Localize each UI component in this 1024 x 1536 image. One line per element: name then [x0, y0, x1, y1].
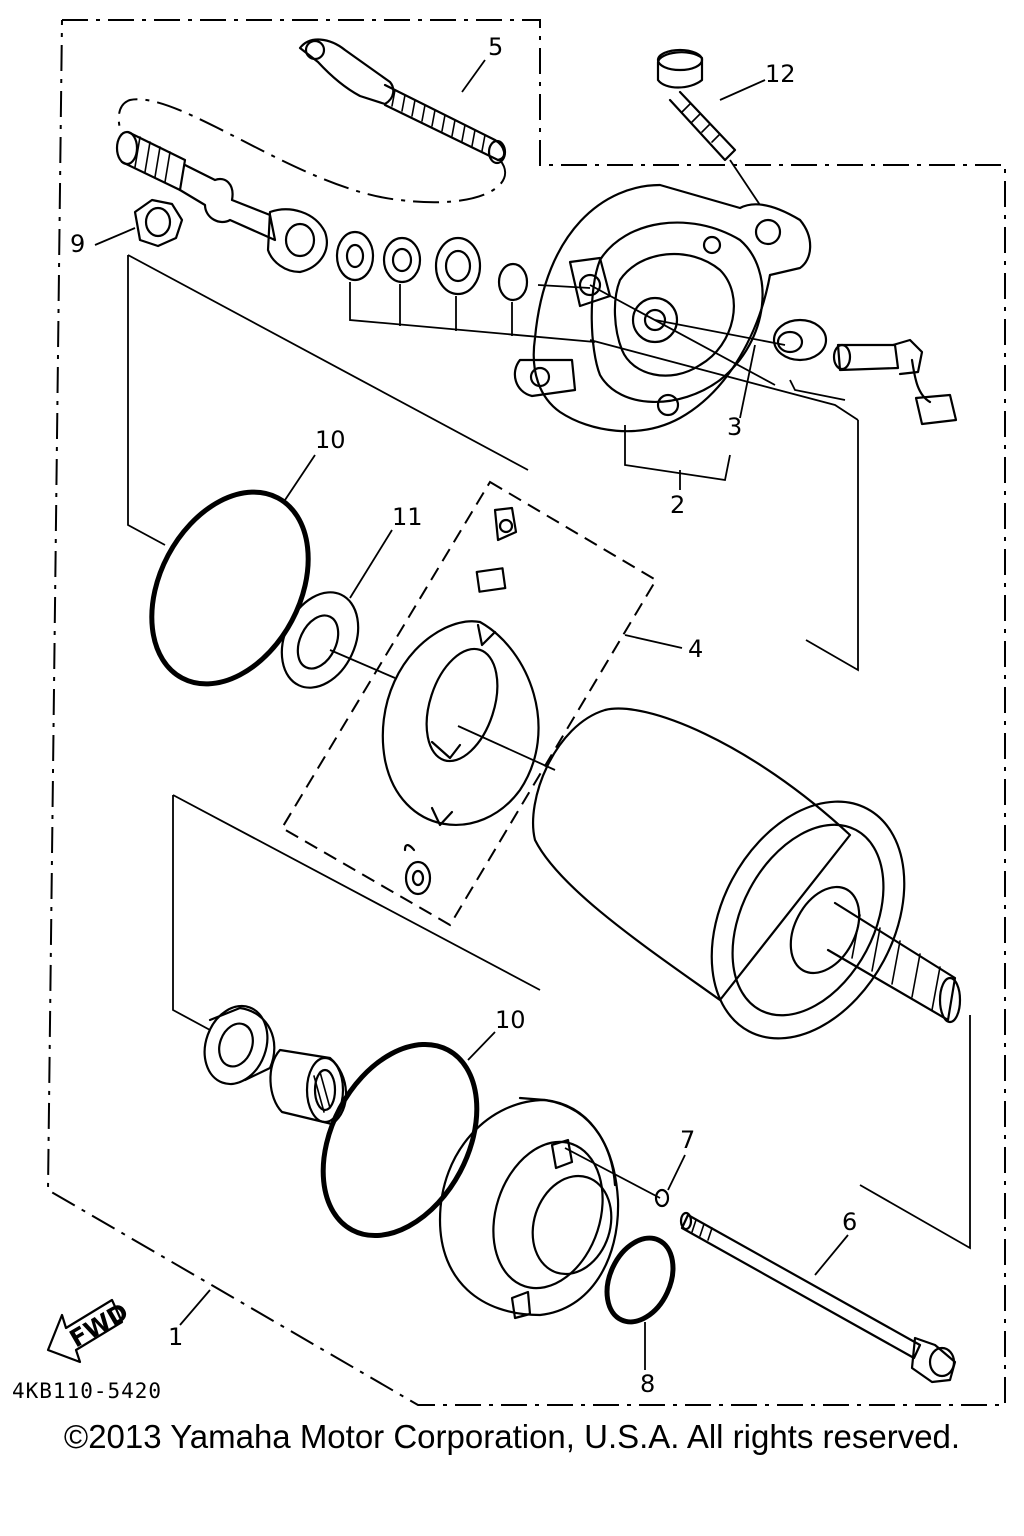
part-9-nut — [133, 198, 184, 248]
part-8-o-ring — [604, 1235, 676, 1325]
copyright-notice: ©2013 Yamaha Motor Corporation, U.S.A. A… — [63, 1418, 961, 1455]
callout-5: 5 — [488, 33, 503, 61]
part-seal-lower — [203, 1004, 276, 1086]
part-3-grommet — [772, 318, 828, 362]
callout-3: 3 — [727, 413, 742, 441]
part-yoke-armature — [532, 707, 962, 1040]
part-front-cover — [438, 1096, 620, 1320]
part-terminal-lead — [832, 338, 958, 426]
callout-12: 12 — [765, 60, 796, 88]
callout-4: 4 — [688, 635, 703, 663]
guide-line-upper — [127, 255, 166, 546]
part-10-o-ring-upper — [149, 489, 311, 687]
part-washer-row — [335, 230, 529, 302]
callout-11: 11 — [392, 503, 423, 531]
guide-line-lower-left — [172, 795, 211, 1031]
callout-2: 2 — [670, 491, 685, 519]
callout-1: 1 — [168, 1323, 183, 1351]
brush-group-boundary — [280, 480, 658, 927]
callout-6: 6 — [842, 1208, 857, 1236]
part-12-bolt — [656, 48, 737, 162]
callout-10-upper: 10 — [315, 426, 346, 454]
part-10-o-ring-lower — [320, 1041, 480, 1239]
callout-8: 8 — [640, 1370, 655, 1398]
part-2-rear-housing — [513, 183, 812, 433]
part-code: 4KB110-5420 — [12, 1379, 162, 1403]
guide-line-right-upper — [805, 420, 859, 672]
exploded-parts-diagram: 5 9 — [12, 19, 1006, 1406]
guide-line-lower-right — [859, 1015, 971, 1250]
assembly-boundary — [46, 19, 1006, 1406]
callout-10-lower: 10 — [495, 1006, 526, 1034]
part-11-washer — [280, 591, 360, 689]
part-brush-lead-left — [115, 130, 328, 274]
part-5-brush-lead — [117, 38, 507, 204]
fwd-arrow-icon: FWD — [46, 1298, 133, 1364]
part-4-brush-plate — [381, 506, 540, 896]
callout-9: 9 — [70, 230, 85, 258]
fwd-label: FWD — [65, 1298, 133, 1354]
part-7-small-o-ring — [654, 1188, 670, 1208]
part-6-through-bolt — [679, 1211, 957, 1384]
part-needle-bearing — [269, 1048, 348, 1126]
callout-7: 7 — [680, 1126, 695, 1154]
